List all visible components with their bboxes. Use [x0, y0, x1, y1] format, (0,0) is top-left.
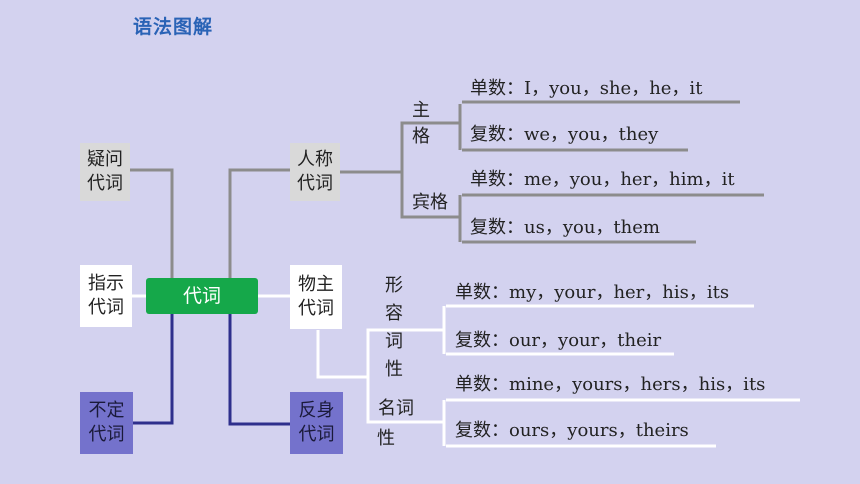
node-demonstrative-pronoun: 指示代词: [80, 265, 132, 327]
connector-adj-branch: [366, 328, 444, 377]
node-possessive-pronoun: 物主代词: [290, 265, 342, 329]
leaf-adjective-plural: 复数：our，your，their: [455, 330, 662, 351]
leaf-subject-plural: 复数：we，you，they: [470, 124, 659, 145]
connector-interrogative: [130, 168, 174, 280]
connector-indefinite: [133, 314, 174, 425]
label-noun-form-bottom: 性: [377, 428, 395, 449]
label-subject-case: 主 格: [412, 100, 430, 147]
leaf-noun-plural: 复数：ours，yours，theirs: [455, 420, 689, 441]
connector-subject-branch: [400, 121, 460, 172]
leaf-subject-singular: 单数：I，you，she，he，it: [470, 78, 703, 99]
leaf-noun-singular: 单数：mine，yours，hers，his，its: [455, 374, 766, 395]
connector-object-branch: [400, 172, 460, 219]
node-personal-pronoun: 人称代词: [290, 143, 340, 201]
center-node-pronoun: 代词: [146, 278, 258, 314]
label-adjective-form: 形 容 词 性: [385, 275, 403, 380]
label-object-case: 宾格: [412, 192, 448, 213]
connector-possessive-branch: [316, 330, 368, 379]
connector-reflexive: [228, 314, 290, 426]
node-indefinite-pronoun: 不定代词: [80, 392, 133, 454]
connector-noun-branch: [366, 377, 444, 424]
page-title: 语法图解: [133, 16, 214, 38]
leaf-adjective-singular: 单数：my，your，her，his，its: [455, 282, 730, 303]
node-reflexive-pronoun: 反身代词: [290, 392, 343, 454]
connector-personal: [228, 168, 290, 278]
leaf-object-singular: 单数：me，you，her，him，it: [470, 169, 735, 190]
node-interrogative-pronoun: 疑问代词: [80, 143, 130, 201]
leaf-object-plural: 复数：us，you，them: [470, 217, 660, 238]
label-noun-form: 名词: [378, 398, 414, 419]
